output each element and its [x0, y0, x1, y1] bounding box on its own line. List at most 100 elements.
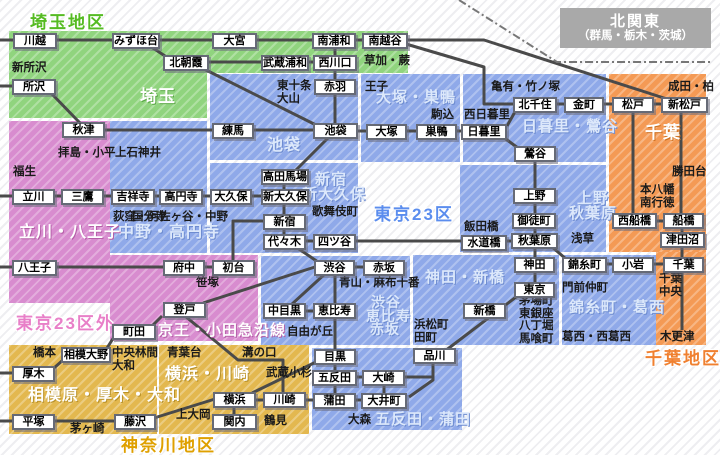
station-box[interactable]: 北千住	[513, 97, 557, 113]
station-box[interactable]: 町田	[112, 324, 156, 340]
region-label: 新大久保	[302, 186, 367, 203]
area-title: 埼玉地区	[30, 13, 106, 32]
station-box[interactable]: 高田馬場	[261, 169, 309, 185]
station-box[interactable]: 相模大野	[61, 347, 111, 363]
area-title: 東京23区	[374, 205, 454, 224]
station-box[interactable]: 立川	[12, 189, 55, 205]
station-box[interactable]: 所沢	[12, 79, 56, 95]
station-box[interactable]: 上野	[513, 188, 556, 204]
station-box[interactable]: 新橋	[463, 303, 506, 319]
station-box[interactable]: 府中	[163, 260, 205, 276]
station-box[interactable]: 目黒	[314, 349, 356, 365]
station-box[interactable]: 大井町	[361, 393, 407, 409]
station-box[interactable]: 池袋	[313, 123, 358, 139]
station-box[interactable]: 関内	[212, 414, 257, 430]
station-box[interactable]: 大塚	[366, 124, 407, 140]
station-box[interactable]: 水道橋	[461, 235, 507, 251]
station-box[interactable]: 巣鴨	[416, 124, 457, 140]
station-box[interactable]: 厚木	[12, 366, 55, 382]
station-box[interactable]: 西川口	[313, 55, 357, 71]
station-box[interactable]: 赤羽	[314, 79, 356, 95]
station-box[interactable]: 船橋	[663, 213, 704, 229]
region-label: 千葉	[645, 123, 681, 142]
region-label: 相模原・厚木・大和	[28, 387, 182, 404]
station-box[interactable]: 千葉	[663, 257, 704, 273]
station-box[interactable]: 川崎	[263, 392, 306, 408]
station-text-label: 橋本	[33, 347, 56, 359]
region-label: 赤坂	[370, 321, 400, 337]
station-text-label: 浜松町 田町	[414, 319, 449, 344]
region-fill-nakano-koenji	[110, 121, 207, 253]
station-box[interactable]: 五反田	[312, 370, 357, 386]
region-label: 池袋	[267, 137, 302, 154]
station-box[interactable]: 赤坂	[363, 260, 405, 276]
station-text-label: 茅場町 東銀座 八丁堀 馬喰町	[519, 295, 554, 345]
station-box[interactable]: 秋葉原	[511, 233, 558, 249]
kitakanto-title: 北関東	[609, 12, 661, 30]
station-text-label: 本八幡 南行徳	[640, 184, 675, 209]
region-label: 渋谷	[371, 294, 401, 310]
station-box[interactable]: 北朝霞	[163, 55, 209, 71]
region-label: 上野	[577, 190, 610, 207]
station-box[interactable]: 神田	[514, 257, 555, 273]
station-box[interactable]: 大崎	[362, 370, 405, 386]
station-box[interactable]: 横浜	[213, 392, 256, 408]
station-box[interactable]: 吉祥寺	[111, 189, 155, 205]
station-box[interactable]: 蒲田	[313, 393, 356, 409]
station-box[interactable]: 武蔵浦和	[261, 55, 309, 71]
region-label: 新宿	[315, 171, 348, 188]
station-box[interactable]: 四ツ谷	[313, 234, 356, 250]
station-box[interactable]: 東京	[514, 282, 555, 298]
station-box[interactable]: 御徒町	[512, 213, 556, 229]
station-box[interactable]: 藤沢	[114, 414, 156, 430]
station-box[interactable]: 三鷹	[61, 189, 104, 205]
station-text-label: 福生	[13, 166, 36, 178]
station-box[interactable]: 松戸	[612, 97, 654, 113]
station-box[interactable]: 八王子	[12, 260, 57, 276]
station-box[interactable]: 代々木	[263, 234, 306, 250]
station-text-label: 葛西・西葛西	[562, 331, 631, 343]
station-box[interactable]: 川越	[13, 33, 57, 49]
station-box[interactable]: 大宮	[212, 33, 257, 49]
station-text-label: 新所沢	[12, 62, 47, 74]
station-box[interactable]: 中目黒	[263, 303, 306, 319]
region-label: 恵比寿	[366, 308, 411, 324]
station-text-label: 自由が丘	[287, 326, 333, 338]
station-box[interactable]: 金町	[564, 97, 604, 113]
region-label: 神田・新橋	[425, 269, 506, 286]
station-box[interactable]: 品川	[413, 348, 456, 364]
station-box[interactable]: 西船橋	[612, 213, 657, 229]
region-label: 中野・高円寺	[118, 224, 221, 241]
kitakanto-region-box: 北関東 （群馬・栃木・茨城）	[560, 8, 711, 48]
station-box[interactable]: 新大久保	[261, 189, 309, 205]
station-box[interactable]: 小岩	[612, 257, 654, 273]
station-box[interactable]: 日暮里	[461, 124, 507, 140]
station-box[interactable]: 秋津	[62, 122, 105, 138]
station-box[interactable]: 初台	[212, 260, 255, 276]
rail-line	[231, 219, 264, 261]
station-box[interactable]: 新松戸	[661, 97, 708, 113]
station-text-label: 勝田台	[672, 166, 707, 178]
station-box[interactable]: 津田沼	[660, 232, 705, 248]
station-box[interactable]: みずほ台	[112, 33, 160, 49]
station-box[interactable]: 渋谷	[314, 260, 355, 276]
station-box[interactable]: 錦糸町	[562, 257, 607, 273]
station-box[interactable]: 登戸	[163, 302, 206, 318]
station-text-label: 王子	[365, 81, 388, 93]
station-box[interactable]: 練馬	[212, 123, 254, 139]
station-box[interactable]: 新宿	[263, 214, 306, 230]
station-text-label: 浅草	[571, 233, 594, 245]
station-box[interactable]: 恵比寿	[313, 303, 356, 319]
kitakanto-subtitle: （群馬・栃木・茨城）	[578, 30, 693, 43]
station-box[interactable]: 南浦和	[312, 33, 356, 49]
station-box[interactable]: 大久保	[210, 189, 252, 205]
station-text-label: 溝の口	[242, 347, 277, 359]
station-box[interactable]: 高円寺	[159, 189, 203, 205]
kitakanto-boundary-line	[458, 0, 713, 63]
station-box[interactable]: 南越谷	[362, 33, 408, 49]
station-text-label: 木更津	[660, 331, 695, 343]
station-box[interactable]: 鶯谷	[514, 146, 556, 162]
station-text-label: 駒込	[431, 109, 454, 121]
station-box[interactable]: 平塚	[12, 414, 55, 430]
